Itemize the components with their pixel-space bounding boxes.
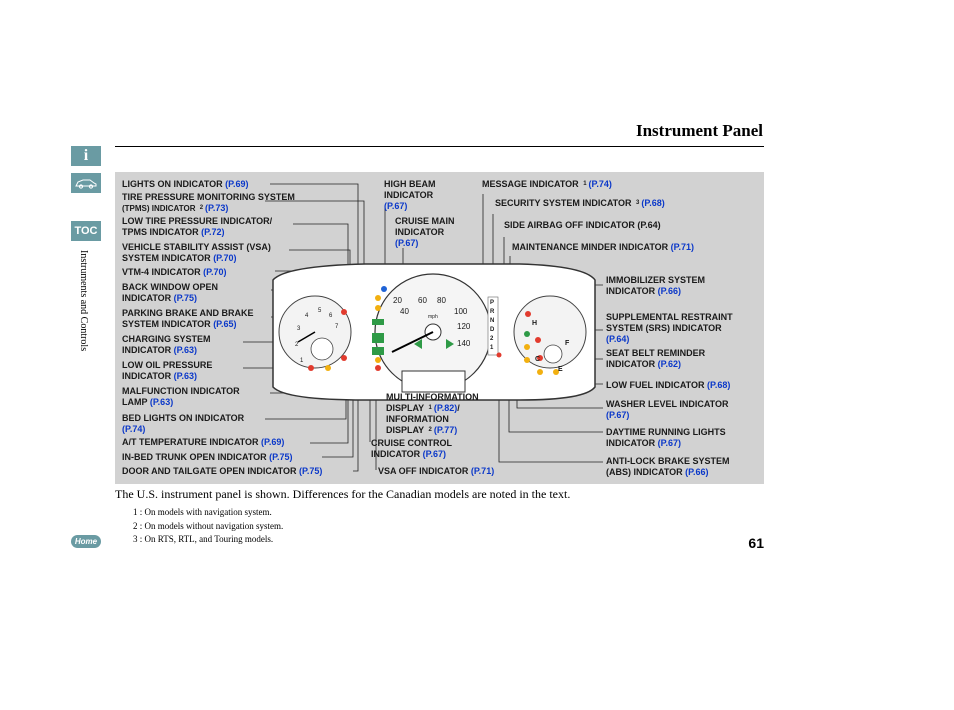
vehicle-button[interactable] (71, 173, 101, 193)
gear-1: 1 (490, 345, 494, 351)
speed-tick-40: 40 (400, 307, 409, 316)
callout-door-tailgate: DOOR AND TAILGATE OPEN INDICATOR (P.75) (122, 466, 323, 476)
car-icon (75, 179, 97, 189)
speed-tick-140: 140 (457, 339, 471, 348)
callout-vsa-off: VSA OFF INDICATOR (P.71) (378, 466, 495, 476)
cluster-drawing (243, 183, 603, 472)
tach-tick-7: 7 (335, 324, 339, 330)
callout-security: SECURITY SYSTEM INDICATOR 3(P.68) (495, 198, 665, 208)
callout-lights-on: LIGHTS ON INDICATOR (P.69) (122, 179, 249, 189)
callout-bed-lights: BED LIGHTS ON INDICATOR(P.74) (122, 413, 245, 434)
callout-vsa: VEHICLE STABILITY ASSIST (VSA)SYSTEM IND… (122, 242, 271, 263)
gear-2: 2 (490, 336, 494, 342)
speed-tick-80: 80 (437, 296, 446, 305)
callout-at-temp: A/T TEMPERATURE INDICATOR (P.69) (122, 437, 285, 447)
page-number: 61 (748, 535, 764, 551)
callout-low-fuel: LOW FUEL INDICATOR (P.68) (606, 380, 731, 390)
title-rule (115, 146, 764, 147)
callout-side-airbag-off: SIDE AIRBAG OFF INDICATOR (P.64) (504, 220, 661, 230)
indicator-lamps (308, 286, 559, 375)
callout-maintenance-minder: MAINTENANCE MINDER INDICATOR (P.71) (512, 242, 695, 252)
callout-message: MESSAGE INDICATOR 1(P.74) (482, 179, 612, 189)
fuel-full-label: F (565, 340, 570, 347)
gear-p: P (490, 300, 495, 306)
gear-n: N (490, 318, 495, 324)
speed-tick-60: 60 (418, 296, 427, 305)
temp-hot-label: H (532, 320, 538, 327)
footnote-1: 1 : On models with navigation system. (133, 507, 272, 517)
callout-washer-level: WASHER LEVEL INDICATOR(P.67) (606, 399, 729, 420)
callout-abs: ANTI-LOCK BRAKE SYSTEM(ABS) INDICATOR (P… (606, 456, 730, 477)
speed-unit: mph (428, 314, 438, 320)
callout-vtm4: VTM-4 INDICATOR (P.70) (122, 267, 227, 277)
fuel-temp-gauge (513, 295, 587, 369)
home-button[interactable]: Home (71, 535, 101, 548)
gear-r: R (490, 309, 495, 315)
speed-tick-100: 100 (454, 307, 468, 316)
info-button[interactable]: i (71, 146, 101, 166)
tach-tick-2: 2 (295, 342, 299, 348)
footnote-3: 3 : On RTS, RTL, and Touring models. (133, 534, 274, 544)
instrument-diagram: 20 40 60 80 100 120 140 mph P R N D 2 1 … (115, 172, 764, 484)
tach-tick-5: 5 (318, 308, 322, 314)
multi-information-display (401, 370, 466, 393)
tach-tick-3: 3 (297, 326, 301, 332)
info-icon: i (83, 147, 89, 164)
figure-caption: The U.S. instrument panel is shown. Diff… (115, 487, 571, 501)
tach-tick-6: 6 (329, 313, 333, 319)
speed-tick-20: 20 (393, 296, 402, 305)
callout-low-tire: LOW TIRE PRESSURE INDICATOR/TPMS INDICAT… (122, 216, 273, 237)
callout-in-bed-trunk: IN-BED TRUNK OPEN INDICATOR (P.75) (122, 452, 293, 462)
callout-tpms: TIRE PRESSURE MONITORING SYSTEM(TPMS) IN… (122, 192, 295, 213)
tach-tick-4: 4 (305, 313, 309, 319)
section-label: Instruments and Controls (78, 250, 89, 352)
gear-d: D (490, 327, 495, 333)
tach-tick-1: 1 (300, 358, 304, 364)
footnote-2: 2 : On models without navigation system. (133, 521, 284, 531)
toc-button[interactable]: TOC (71, 221, 101, 241)
fuel-empty-label: E (558, 366, 563, 373)
page-title: Instrument Panel (635, 121, 763, 140)
temp-cold-label: C (535, 356, 541, 363)
speed-tick-120: 120 (457, 322, 471, 331)
